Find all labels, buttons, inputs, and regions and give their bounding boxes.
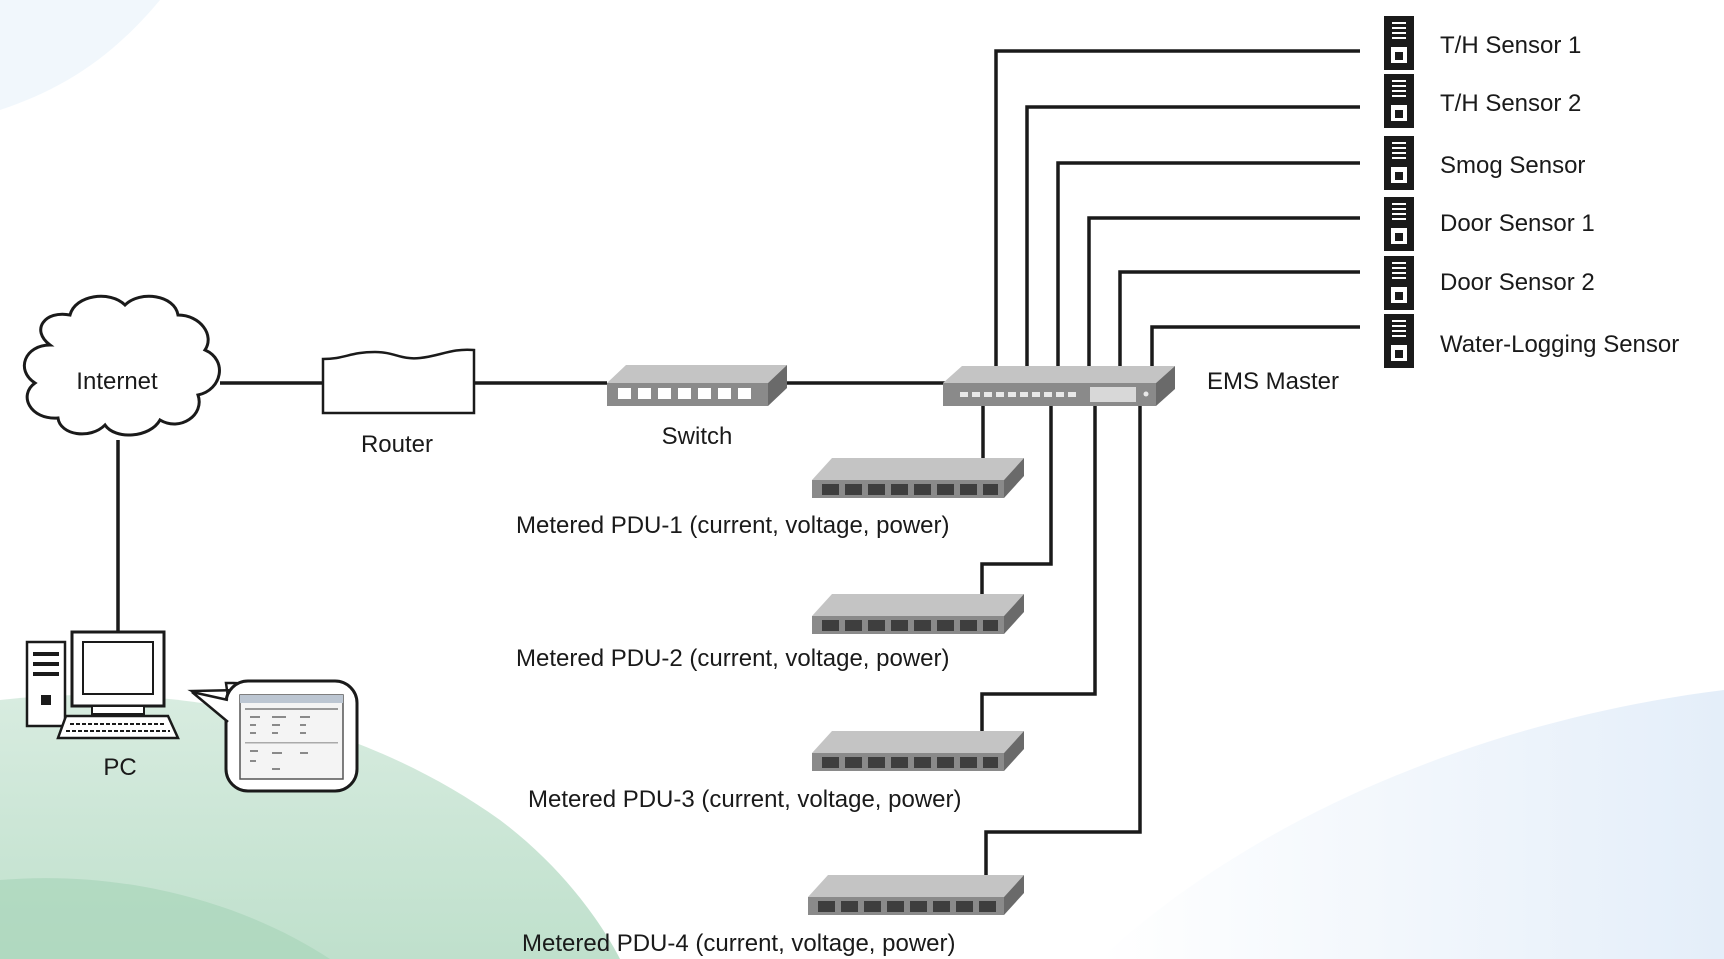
sensor-4-icon bbox=[1384, 197, 1414, 251]
ems-master-icon bbox=[943, 366, 1175, 406]
switch-icon bbox=[607, 365, 787, 406]
pdu-4-label: Metered PDU-4 (current, voltage, power) bbox=[522, 930, 956, 957]
blue-background-wave bbox=[1100, 690, 1724, 959]
sensor-5-icon bbox=[1384, 256, 1414, 310]
pdu-1-icon bbox=[812, 458, 1024, 498]
router-label: Router bbox=[361, 431, 433, 458]
ems-master-label: EMS Master bbox=[1207, 368, 1339, 395]
sensor-6-label: Water-Logging Sensor bbox=[1440, 331, 1679, 358]
pdu-3-label: Metered PDU-3 (current, voltage, power) bbox=[528, 786, 962, 813]
sensor-2-icon bbox=[1384, 74, 1414, 128]
sensor-1-icon bbox=[1384, 16, 1414, 70]
green-background-wave-dark bbox=[0, 878, 330, 959]
pdu-2-icon bbox=[812, 594, 1024, 634]
pdu-4-icon bbox=[808, 875, 1024, 915]
sensor-5-label: Door Sensor 2 bbox=[1440, 269, 1595, 296]
connection-lines bbox=[116, 49, 1360, 875]
sensor-4-label: Door Sensor 1 bbox=[1440, 210, 1595, 237]
pdu-3-icon bbox=[812, 731, 1024, 771]
pc-icon bbox=[25, 630, 180, 740]
sensor-1-label: T/H Sensor 1 bbox=[1440, 32, 1581, 59]
sensor-6-icon bbox=[1384, 314, 1414, 368]
pdu-2-label: Metered PDU-2 (current, voltage, power) bbox=[516, 645, 950, 672]
switch-label: Switch bbox=[662, 423, 733, 450]
internet-cloud: Internet bbox=[22, 294, 221, 437]
router-icon bbox=[321, 348, 476, 415]
pdu-1-label: Metered PDU-1 (current, voltage, power) bbox=[516, 512, 950, 539]
software-screen-bubble bbox=[187, 679, 359, 793]
sensor-3-icon bbox=[1384, 136, 1414, 190]
sensor-3-label: Smog Sensor bbox=[1440, 152, 1585, 179]
pc-label: PC bbox=[103, 754, 136, 781]
top-left-swoosh bbox=[0, 0, 160, 110]
sensor-2-label: T/H Sensor 2 bbox=[1440, 90, 1581, 117]
internet-label: Internet bbox=[76, 368, 158, 395]
